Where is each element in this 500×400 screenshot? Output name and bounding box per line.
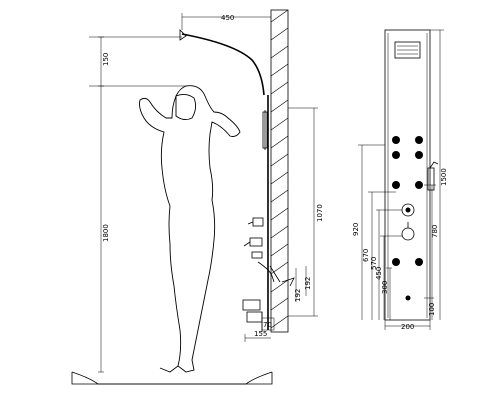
dim-150-label: 150	[102, 53, 110, 66]
dim-192-group: 192 192	[294, 266, 312, 302]
dim-192-label-1: 192	[294, 289, 302, 302]
tub-spout-icon	[405, 295, 411, 301]
panel-front-view	[384, 29, 439, 321]
dim-450-front-label: 450	[375, 267, 383, 280]
dim-1800-label: 1800	[102, 224, 110, 242]
body-jet-icon	[392, 136, 423, 266]
dim-670-label: 670	[362, 249, 370, 262]
dim-450-label: 450	[221, 14, 234, 22]
dim-570-label: 570	[370, 257, 378, 270]
shower-tray	[71, 371, 273, 385]
dim-1500-label: 1500	[440, 168, 448, 186]
dim-780-label: 780	[431, 225, 439, 238]
rain-shower-head-icon	[394, 41, 421, 59]
panel-side-profile	[179, 29, 269, 330]
side-controls	[242, 217, 295, 332]
dim-1070-label: 1070	[316, 204, 324, 222]
dim-bottom-side: 70 155	[244, 317, 275, 342]
dim-left-vertical: 150 1800	[89, 36, 186, 373]
dim-front-right: 1500 780 100	[424, 29, 448, 320]
dim-300-label: 300	[381, 281, 389, 294]
wall	[270, 9, 289, 333]
dim-200-label: 200	[401, 323, 414, 331]
dim-70-label: 70	[263, 321, 272, 329]
dim-side-1070: 1070	[288, 107, 324, 317]
dim-front-left: 920 670 570 450 300	[352, 144, 402, 320]
dim-panel-width: 200	[384, 320, 431, 331]
dim-920-label: 920	[352, 223, 360, 236]
dim-192-label-2: 192	[304, 277, 312, 290]
person-silhouette-icon	[139, 85, 241, 373]
hand-shower-holder-icon	[427, 161, 439, 191]
dim-arm-reach: 450	[181, 13, 271, 30]
dim-100-label: 100	[428, 303, 436, 316]
dim-155-label: 155	[254, 330, 267, 338]
mixing-valve-icon	[401, 203, 415, 241]
